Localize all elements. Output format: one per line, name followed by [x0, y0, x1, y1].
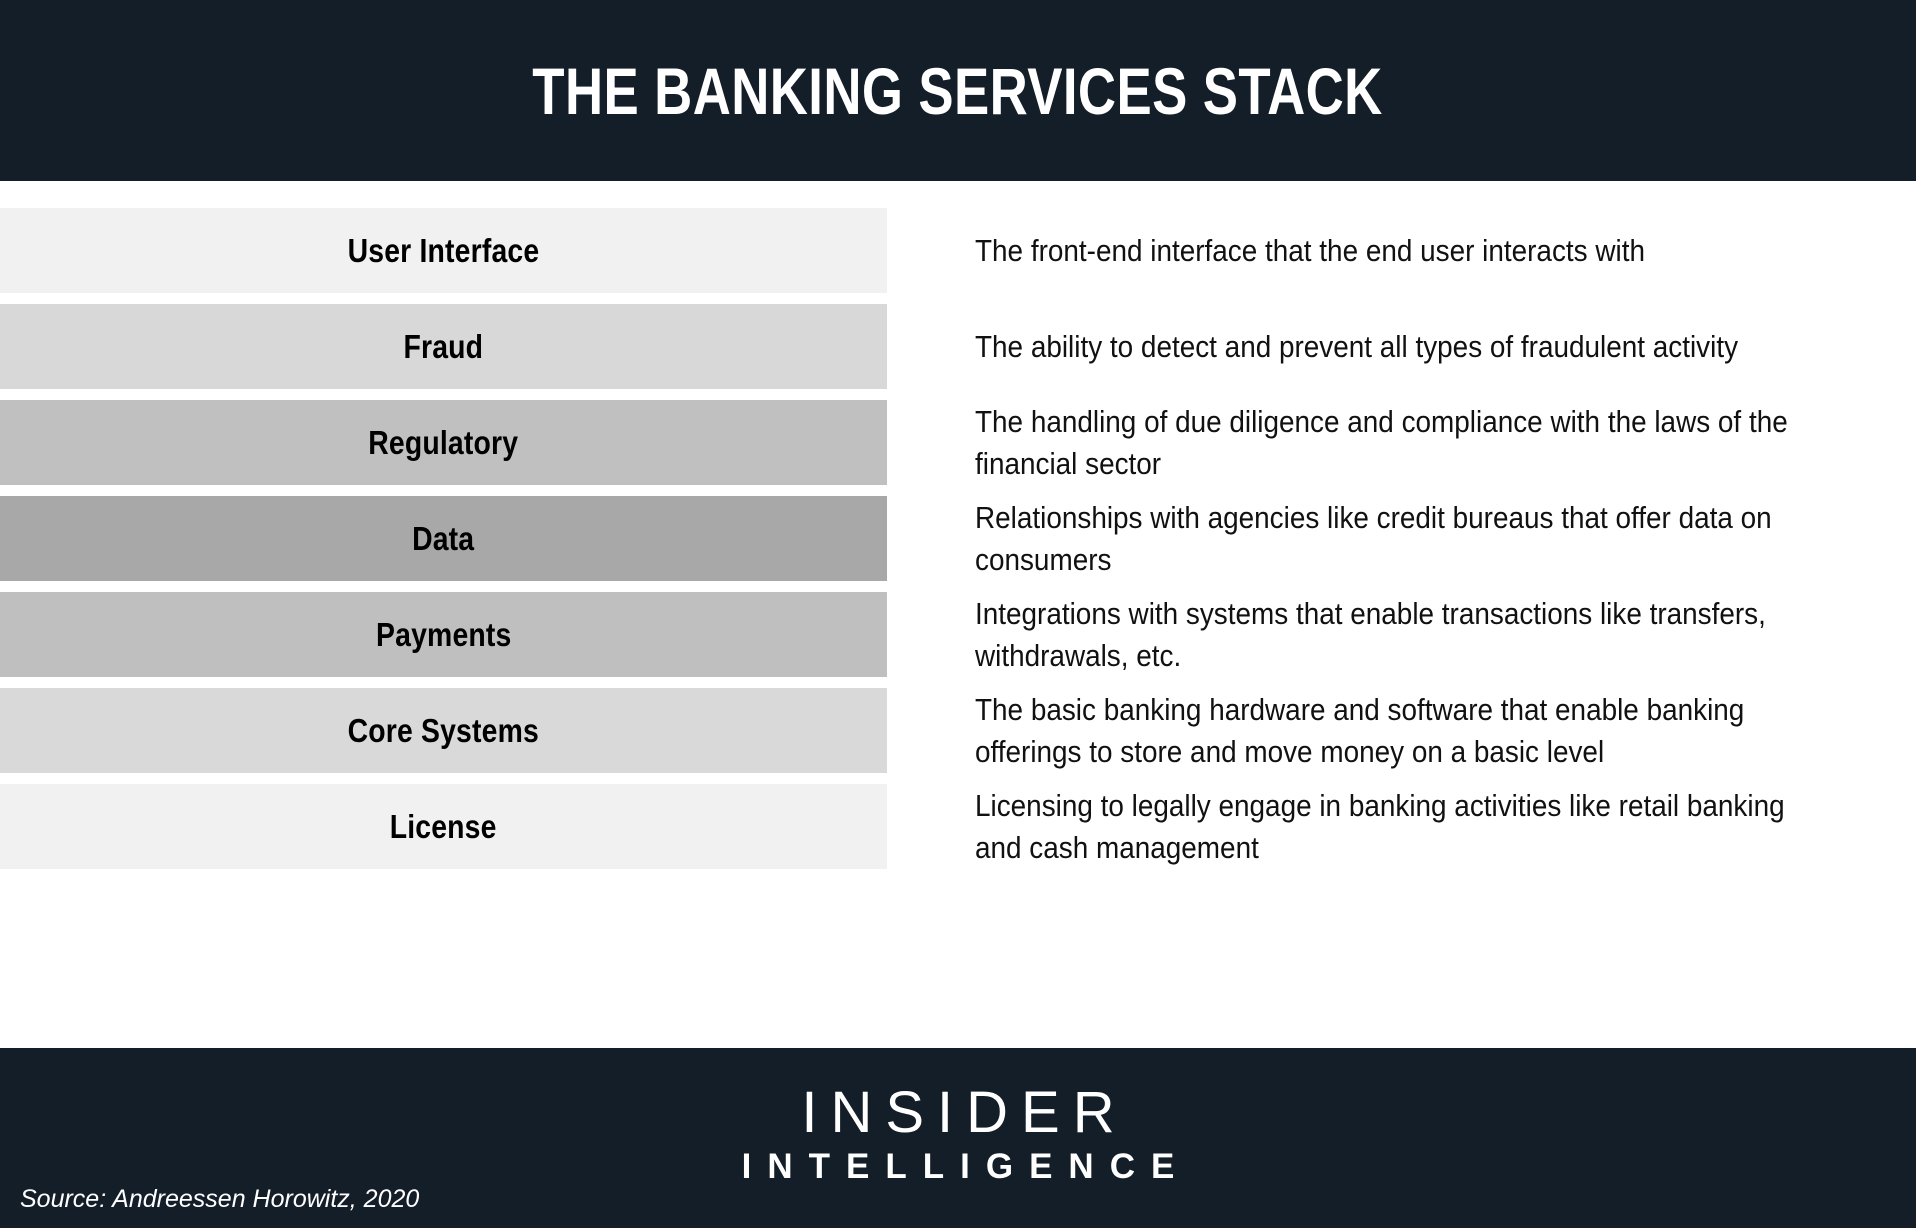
- stack-layer-row: Fraud The ability to detect and prevent a…: [0, 304, 1916, 389]
- layer-description-text: The ability to detect and prevent all ty…: [975, 328, 1739, 364]
- layer-label: Core Systems: [347, 712, 540, 749]
- layer-description-text: The front-end interface that the end use…: [975, 232, 1645, 268]
- layer-label: Regulatory: [368, 424, 519, 461]
- layer-label: License: [390, 808, 497, 845]
- layer-bar[interactable]: License: [0, 784, 887, 869]
- layer-label: Data: [412, 520, 475, 557]
- layer-description-text: Licensing to legally engage in banking a…: [975, 787, 1785, 865]
- stack-layer-row: License Licensing to legally engage in ba…: [0, 784, 1916, 869]
- layer-label: Fraud: [403, 328, 484, 365]
- source-attribution: Source: Andreessen Horowitz, 2020: [20, 1185, 420, 1213]
- layer-description-text: The basic banking hardware and software …: [975, 691, 1745, 769]
- stack-diagram: User Interface The front-end interface th…: [0, 181, 1916, 1048]
- footer-bar: INSIDER INTELLIGENCE Source: Andreessen …: [0, 1048, 1916, 1228]
- layer-bar[interactable]: Regulatory: [0, 400, 887, 485]
- page-title: THE BANKING SERVICES STACK: [532, 53, 1384, 128]
- layer-description-text: The handling of due diligence and compli…: [975, 403, 1788, 481]
- stack-layer-row: Core Systems The basic banking hardware a…: [0, 688, 1916, 773]
- layer-bar[interactable]: Data: [0, 496, 887, 581]
- brand-primary-text: INSIDER: [801, 1080, 1128, 1146]
- layer-description: The ability to detect and prevent all ty…: [975, 304, 1905, 389]
- header-bar: THE BANKING SERVICES STACK: [0, 0, 1916, 181]
- layer-description: Relationships with agencies like credit …: [975, 496, 1905, 581]
- layer-description-text: Integrations with systems that enable tr…: [975, 595, 1766, 673]
- brand-secondary-text: INTELLIGENCE: [741, 1147, 1191, 1187]
- layer-description: The basic banking hardware and software …: [975, 688, 1905, 773]
- layer-description-text: Relationships with agencies like credit …: [975, 499, 1772, 577]
- layer-label: Payments: [375, 616, 512, 653]
- stack-layer-row: Data Relationships with agencies like cre…: [0, 496, 1916, 581]
- stack-layer-row: Payments Integrations with systems that e…: [0, 592, 1916, 677]
- layer-bar[interactable]: Fraud: [0, 304, 887, 389]
- stack-layer-row: Regulatory The handling of due diligence …: [0, 400, 1916, 485]
- stack-layer-row: User Interface The front-end interface th…: [0, 208, 1916, 293]
- brand-logo: INSIDER INTELLIGENCE: [0, 1048, 1916, 1228]
- layer-bar[interactable]: Core Systems: [0, 688, 887, 773]
- layer-description: The front-end interface that the end use…: [975, 208, 1905, 293]
- layer-description: Integrations with systems that enable tr…: [975, 592, 1905, 677]
- layer-bar[interactable]: Payments: [0, 592, 887, 677]
- layer-description: The handling of due diligence and compli…: [975, 400, 1905, 485]
- layer-label: User Interface: [347, 232, 540, 269]
- layer-bar[interactable]: User Interface: [0, 208, 887, 293]
- layer-description: Licensing to legally engage in banking a…: [975, 784, 1905, 869]
